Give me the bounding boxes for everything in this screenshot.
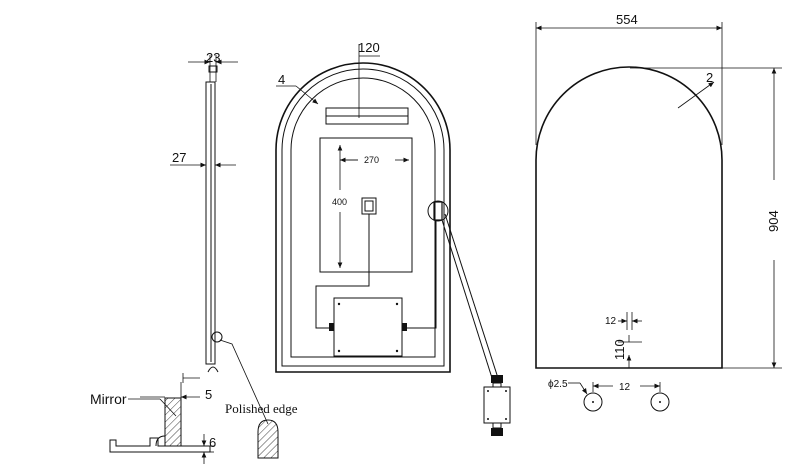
back-view: 4 120 270 400 <box>275 40 499 379</box>
panel-width-label: 270 <box>364 155 379 165</box>
thickness-label: 23 <box>206 50 220 65</box>
touch-switch <box>361 197 377 215</box>
polished-edge-detail <box>257 419 279 459</box>
back-outer-frame <box>275 62 451 373</box>
mirror-side-profile <box>205 81 216 365</box>
polished-edge-label: Polished edge <box>225 401 298 416</box>
width-label: 554 <box>616 12 638 27</box>
mirror-label: Mirror <box>90 391 127 407</box>
hole-pitch-label: 12 <box>619 382 631 393</box>
height-label: 904 <box>766 210 781 232</box>
back-panel <box>319 137 413 273</box>
mirror-gap-label: 5 <box>205 387 212 402</box>
depth-label: 27 <box>172 150 186 165</box>
top-width-label: 120 <box>358 40 380 55</box>
hole-spacing-label: 12 <box>605 316 617 327</box>
depth-dimension: 27 <box>170 150 236 168</box>
driver-box <box>333 297 403 357</box>
border-label: 2 <box>706 70 713 85</box>
side-view: 23 27 <box>90 50 298 464</box>
detail-callout-circle <box>211 331 223 343</box>
hole-diameter-label: ϕ2.5 <box>548 379 568 390</box>
junction-box <box>483 375 511 436</box>
bracket-detail <box>109 373 214 464</box>
frame-label: 4 <box>278 72 285 87</box>
front-view: 554 904 2 12 110 <box>535 12 782 412</box>
bracket-label: 6 <box>209 435 216 450</box>
hole-offset-label: 110 <box>612 339 627 360</box>
panel-height-label: 400 <box>332 197 347 207</box>
sensor-connector <box>427 200 449 222</box>
thickness-dimension: 23 <box>188 50 238 82</box>
front-mirror-outline <box>535 66 723 369</box>
mounting-holes-detail <box>568 382 670 412</box>
